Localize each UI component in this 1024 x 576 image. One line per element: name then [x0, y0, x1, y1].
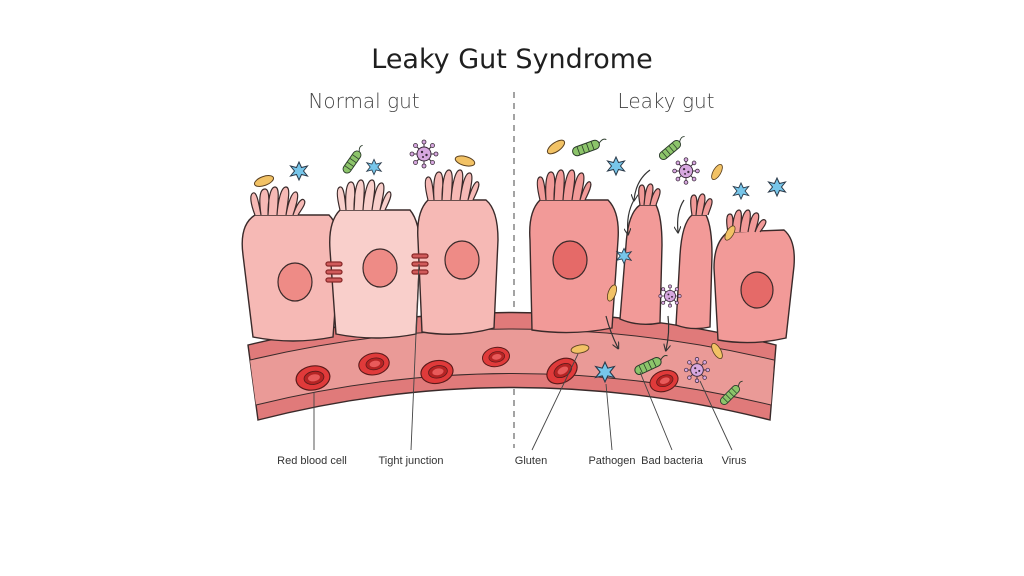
- virus-icon: [672, 157, 700, 185]
- section-label-leaky: Leaky gut: [617, 89, 715, 113]
- tight-junction: [325, 261, 343, 283]
- leaky-gut-cells: [529, 169, 795, 344]
- pathogen-icon: [290, 161, 308, 181]
- label-bad-bacteria: Bad bacteria: [641, 455, 703, 467]
- bacteria-icon: [341, 143, 368, 176]
- virus-icon: [658, 284, 682, 308]
- gluten-icon: [453, 153, 477, 169]
- label-virus: Virus: [721, 455, 747, 467]
- label-pathogen: Pathogen: [588, 455, 636, 467]
- epithelial-cell: [713, 209, 795, 344]
- label-gluten: Gluten: [514, 455, 548, 467]
- label-tight-junction: Tight junction: [378, 455, 444, 467]
- gluten-icon: [252, 172, 276, 190]
- pathogen-icon: [768, 177, 786, 197]
- entry-arrow: [666, 315, 669, 350]
- diagram-title: Leaky Gut Syndrome: [371, 44, 653, 75]
- virus-icon: [683, 356, 711, 384]
- gluten-icon: [544, 137, 568, 157]
- bacteria-icon: [657, 133, 689, 162]
- pathogen-icon: [607, 156, 625, 176]
- tight-junction: [411, 253, 429, 275]
- pathogen-icon: [732, 182, 750, 200]
- damaged-cell: [675, 193, 713, 330]
- epithelial-cell: [329, 179, 421, 339]
- normal-gut-cells: [241, 169, 499, 342]
- entry-arrow: [634, 169, 651, 200]
- label-red-blood-cell: Red blood cell: [277, 455, 347, 467]
- blood-vessel: [247, 311, 777, 421]
- entry-arrow: [628, 199, 635, 234]
- virus-icon: [409, 139, 439, 169]
- section-label-normal: Normal gut: [308, 89, 420, 113]
- leader-lines: [313, 263, 733, 451]
- epithelial-cell: [529, 169, 619, 334]
- gluten-icon: [709, 162, 725, 182]
- pathogen-icon: [366, 158, 382, 176]
- entry-arrow: [678, 199, 685, 232]
- epithelial-cell: [241, 186, 340, 342]
- epithelial-cell: [417, 169, 499, 335]
- bacteria-icon: [570, 135, 609, 158]
- entry-arrow: [605, 315, 618, 348]
- leaky-gut-particles: [544, 133, 786, 350]
